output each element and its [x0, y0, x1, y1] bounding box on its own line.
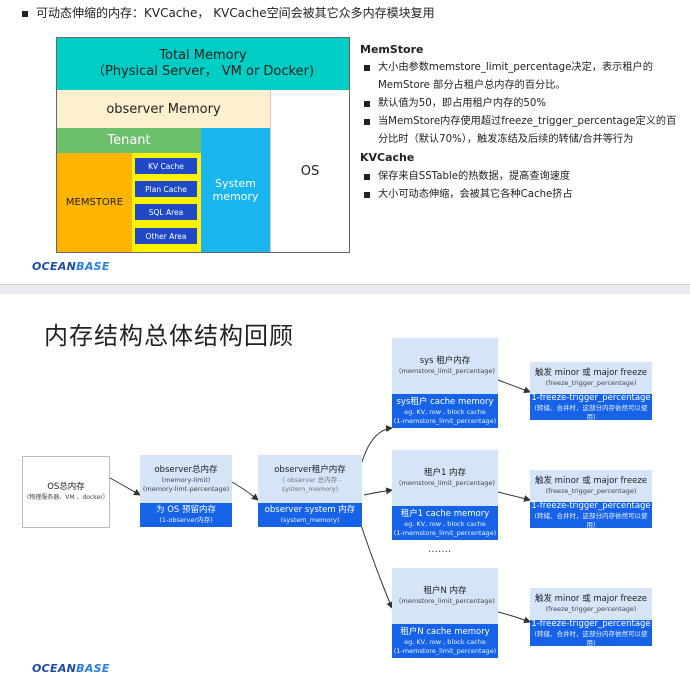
freeze-remaining-box-1: 1-freeze-trigger_percentage (转储、合并时，这部分内… — [530, 393, 652, 421]
total-memory-box: Total Memory （Physical Server， VM or Doc… — [57, 38, 349, 90]
tenant-n-cache-box: 租户N cache memory eg. KV, row , block cac… — [392, 624, 498, 658]
os-total-memory-box: OS总内存 （物理服务器、VM 、docker） — [22, 456, 110, 528]
oceanbase-logo-bottom: OCEANBASE — [32, 662, 110, 675]
tenant-box: Tenant — [57, 128, 201, 153]
kvcache-heading: KVCache — [360, 151, 415, 165]
total-memory-label: Total Memory — [159, 47, 247, 63]
bullet-square-icon — [22, 10, 28, 17]
slide-divider — [0, 284, 690, 294]
observer-memory-box: observer Memory — [57, 90, 270, 128]
os-reserved-memory-box: 为 OS 预留内存 (1-observer内存) — [140, 503, 232, 527]
arrow-to-sys-tenant — [361, 425, 393, 463]
sys-tenant-cache-box: sys租户 cache memory eg. KV, row , block c… — [392, 394, 498, 428]
tenant-n-memory-box: 租户N 内存 （memstore_limit_percentage) — [392, 568, 498, 624]
arrow-os-to-observer — [109, 477, 141, 496]
top-bullet-text: 可动态伸缩的内存：KVCache， KVCache空间会被其它众多内存模块复用 — [36, 6, 435, 20]
freeze-trigger-box-1: 触发 minor 或 major freeze (freeze_trigger_… — [530, 362, 652, 394]
arrow-to-tenant-n — [359, 521, 393, 609]
sys-tenant-memory-box: sys 租户内存 （memstore_limit_percentage) — [392, 338, 498, 394]
arrow-sys-to-freeze — [497, 379, 531, 394]
os-box: OS — [270, 90, 349, 252]
arrow-to-tenant-1 — [363, 487, 393, 496]
memstore-heading: MemStore — [360, 43, 424, 56]
observer-tenant-memory-box: observer租户内存 （ observer 总内存 - system_mem… — [258, 455, 362, 503]
system-memory-box: System memory — [201, 128, 270, 252]
tenant-1-cache-box: 租户1 cache memory eg. KV, row , block cac… — [392, 506, 498, 540]
kvcache-note-2: 大小可动态伸缩，会被其它各种Cache挤占 — [360, 186, 680, 204]
freeze-trigger-box-3: 触发 minor 或 major freeze (freeze_trigger_… — [530, 588, 652, 620]
memstore-note-3: 当MemStore内存使用超过freeze_trigger_percentage… — [360, 113, 680, 149]
memstore-box: MEMSTORE — [57, 153, 132, 252]
bullet-square-icon — [364, 118, 370, 125]
bullet-square-icon — [364, 65, 370, 72]
other-area-box: Other Area — [135, 228, 197, 244]
arrow-tn-to-freeze — [497, 611, 531, 624]
freeze-trigger-box-2: 触发 minor 或 major freeze (freeze_trigger_… — [530, 470, 652, 502]
tenant-1-memory-box: 租户1 内存 （memstore_limit_percentage) — [392, 450, 498, 506]
memstore-kvcache-notes: MemStore 大小由参数memstore_limit_percentage决… — [360, 40, 680, 203]
ellipsis: ……. — [428, 544, 452, 555]
bullet-square-icon — [364, 173, 370, 180]
kv-cache-box: KV Cache — [135, 158, 197, 174]
observer-system-memory-box: observer system 内存 (system_memory) — [258, 503, 362, 527]
arrow-t1-to-freeze — [497, 491, 531, 502]
plan-cache-box: Plan Cache — [135, 181, 197, 197]
freeze-remaining-box-2: 1-freeze-trigger_percentage (转储、合并时，这部分内… — [530, 501, 652, 529]
slide-title: 内存结构总体结构回顾 — [44, 322, 294, 350]
memstore-note-2: 默认值为50，即占用租户内存的50% — [360, 95, 680, 113]
arrow-observer-to-tenant — [231, 481, 259, 501]
freeze-remaining-box-3: 1-freeze-trigger_percentage (转储、合并时，这部分内… — [530, 619, 652, 647]
bullet-square-icon — [364, 191, 370, 198]
total-memory-sub: （Physical Server， VM or Docker) — [91, 64, 315, 79]
oceanbase-logo: OCEANBASE — [32, 260, 110, 273]
sql-area-box: SQL Area — [135, 204, 197, 220]
kvcache-note-1: 保存来自SSTable的热数据，提高查询速度 — [360, 168, 680, 186]
memstore-note-1: 大小由参数memstore_limit_percentage决定，表示租户的Me… — [360, 59, 680, 95]
top-bullet: 可动态伸缩的内存：KVCache， KVCache空间会被其它众多内存模块复用 — [22, 4, 435, 21]
bullet-square-icon — [364, 100, 370, 107]
observer-total-memory-box: observer总内存 (memory-limit) (memory-limt-… — [140, 455, 232, 503]
